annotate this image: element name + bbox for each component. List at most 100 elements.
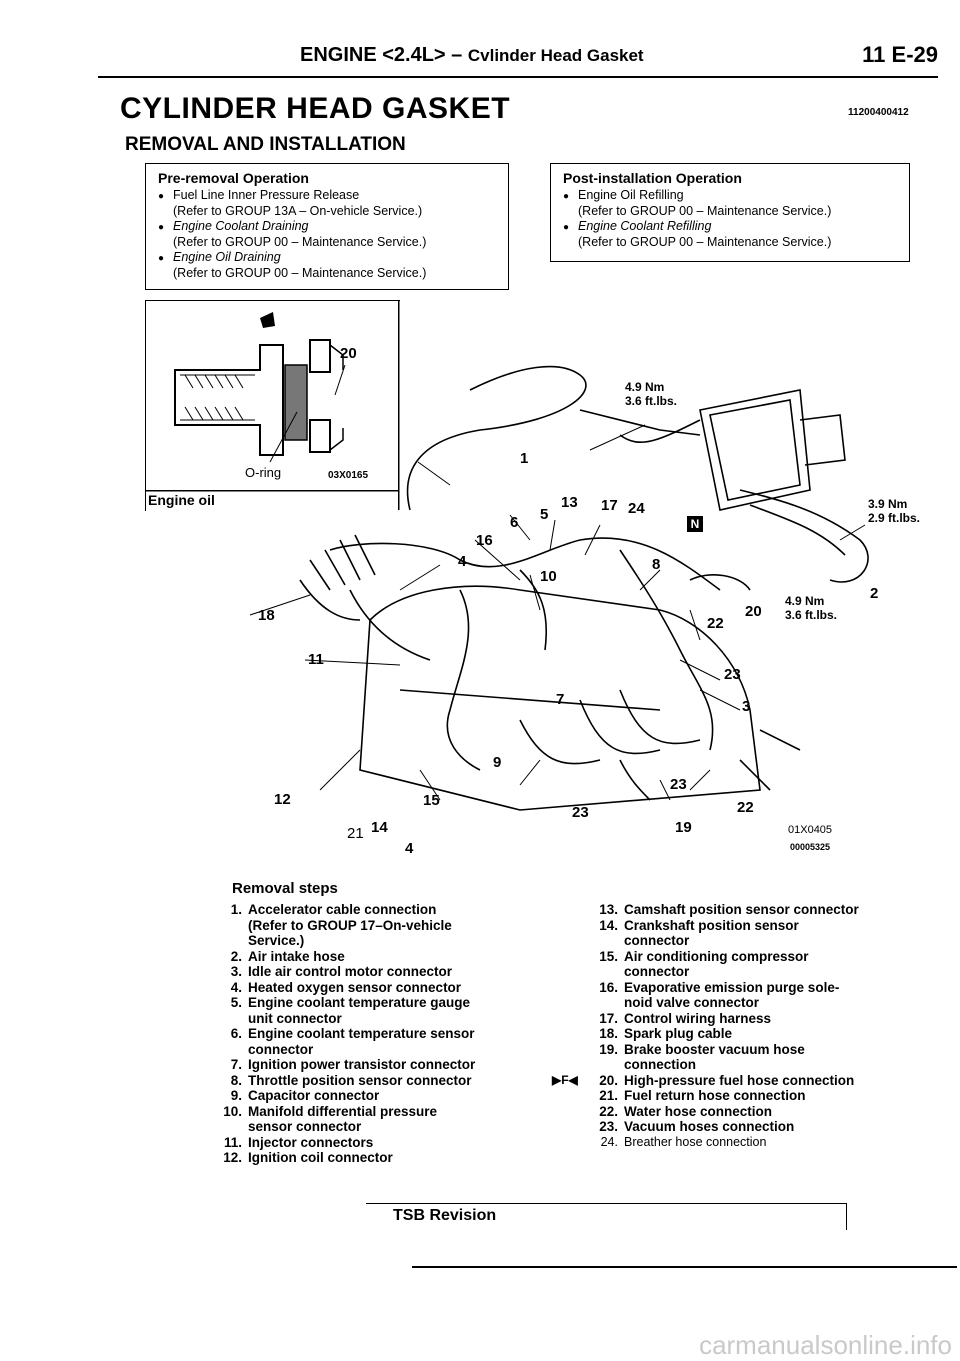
step-item: ▶F◀20.High-pressure fuel hose connection <box>552 1072 855 1088</box>
inset-oring-illustration <box>145 300 400 510</box>
callout-7: 7 <box>556 691 565 708</box>
torque-3-ft: 3.6 ft.lbs. <box>785 608 838 622</box>
step-item: 23.Vacuum hoses connection <box>599 1119 795 1134</box>
pre-removal-item: ● Engine Oil Draining <box>158 250 508 266</box>
watermark: carmanualsonline.info <box>699 1330 952 1360</box>
callout-18: 18 <box>258 607 275 624</box>
torque-1-nm: 4.9 Nm <box>625 380 665 394</box>
step-item: 4.Heated oxygen sensor connector <box>230 979 462 995</box>
page-header-title: ENGINE <2.4L> – Cvlinder Head Gasket <box>300 44 644 67</box>
header-subtitle: Cvlinder Head Gasket <box>467 46 644 65</box>
item-label: Engine Oil Refilling <box>578 188 684 202</box>
section-title: CYLINDER HEAD GASKET <box>120 92 511 125</box>
callout-16: 16 <box>476 532 493 549</box>
pre-removal-ref: (Refer to GROUP 00 – Maintenance Service… <box>173 235 427 249</box>
bullet-icon: ● <box>563 222 570 233</box>
figure-code-2: 00005325 <box>790 842 831 852</box>
bullet-icon: ● <box>158 222 165 233</box>
torque-3-nm: 4.9 Nm <box>785 594 825 608</box>
step-item: 2.Air intake hose <box>230 948 345 964</box>
torque-3: 4.9 Nm 3.6 ft.lbs. <box>785 594 837 622</box>
callout-8: 8 <box>652 556 661 573</box>
post-installation-ref: (Refer to GROUP 00 – Maintenance Service… <box>578 204 832 218</box>
inset-callout-20: 20 <box>340 345 357 362</box>
pre-removal-title: Pre-removal Operation <box>158 170 309 186</box>
post-installation-item: ● Engine Coolant Refilling <box>563 219 909 235</box>
step-item: 9.Capacitor connector <box>230 1088 380 1103</box>
step-item: 17.Control wiring harness <box>599 1010 772 1026</box>
callout-22-top: 22 <box>707 615 724 632</box>
post-installation-ref: (Refer to GROUP 00 – Maintenance Service… <box>578 235 832 249</box>
item-label: Fuel Line Inner Pressure Release <box>173 188 360 202</box>
torque-2-nm: 3.9 Nm <box>868 497 908 511</box>
step-item: 24.Breather hose connection <box>600 1134 767 1149</box>
callout-2: 2 <box>870 585 879 602</box>
post-installation-box: Post-installation Operation ●Engine Oil … <box>550 163 910 262</box>
callout-23-b: 23 <box>670 776 687 793</box>
marker-n-icon: N <box>687 516 703 532</box>
step-item: 1.Accelerator cable connection(Refer to … <box>230 902 452 948</box>
step-item: 21.Fuel return hose connection <box>599 1088 806 1103</box>
callout-6: 6 <box>510 514 519 531</box>
header-rule <box>98 76 938 78</box>
callout-20: 20 <box>745 603 762 620</box>
pre-removal-ref: (Refer to GROUP 00 – Maintenance Service… <box>173 266 427 280</box>
footer-rule <box>412 1266 957 1268</box>
inset-detail-box <box>145 300 400 511</box>
inset-figure-code: 03X0165 <box>328 470 369 481</box>
post-installation-item: ● Engine Oil Refilling <box>563 188 909 204</box>
pre-removal-ref: (Refer to GROUP 13A – On-vehicle Service… <box>173 204 423 218</box>
torque-2: 3.9 Nm 2.9 ft.lbs. <box>868 497 920 525</box>
bullet-icon: ● <box>158 253 165 264</box>
callout-22-bottom: 22 <box>737 799 754 816</box>
item-label: Engine Coolant Refilling <box>578 219 712 233</box>
bullet-icon: ● <box>563 191 570 202</box>
step-item: 11.Injector connectors <box>223 1134 374 1150</box>
tsb-revision-box <box>366 1203 847 1230</box>
pre-removal-box: Pre-removal Operation ● Fuel Line Inner P… <box>145 163 509 290</box>
item-label: Engine Oil Draining <box>173 250 281 264</box>
section-subtitle: REMOVAL AND INSTALLATION <box>125 134 406 155</box>
step-item: 12.Ignition coil connector <box>223 1150 393 1165</box>
callout-4-top: 4 <box>458 553 467 570</box>
callout-14: 14 <box>371 819 388 836</box>
callout-10: 10 <box>540 568 557 585</box>
callout-4-bottom: 4 <box>405 840 414 857</box>
f-marker-icon: ▶F◀ <box>552 1072 578 1087</box>
bullet-icon: ● <box>158 191 165 202</box>
step-item: 22.Water hose connection <box>599 1103 773 1119</box>
step-item: 13.Camshaft position sensor connector <box>599 902 859 917</box>
step-item: 3.Idle air control motor connector <box>230 964 453 979</box>
step-item: 18.Spark plug cable <box>599 1026 733 1041</box>
callout-11: 11 <box>308 651 324 668</box>
removal-steps-right: 13.Camshaft position sensor connector 14… <box>552 902 928 1150</box>
section-code: 11200400412 <box>848 107 909 118</box>
page-number: 11 E-29 <box>862 42 938 67</box>
pre-removal-item: ● Engine Coolant Draining <box>158 219 508 235</box>
callout-19: 19 <box>675 819 692 836</box>
header-engine-label: ENGINE <2.4L> – <box>300 44 468 66</box>
callout-21: 21 <box>347 825 364 842</box>
callout-12: 12 <box>274 791 291 808</box>
callout-23-c: 23 <box>572 804 589 821</box>
item-label: Engine Coolant Draining <box>173 219 309 233</box>
torque-2-ft: 2.9 ft.lbs. <box>868 511 921 525</box>
step-item: 7.Ignition power transistor connector <box>230 1057 476 1072</box>
torque-1: 4.9 Nm 3.6 ft.lbs. <box>625 380 677 408</box>
removal-steps-title: Removal steps <box>232 880 338 897</box>
callout-24: 24 <box>628 500 645 517</box>
torque-1-ft: 3.6 ft.lbs. <box>625 394 678 408</box>
figure-code-1: 01X0405 <box>788 824 833 836</box>
tsb-revision-label: TSB Revision <box>393 1207 497 1224</box>
callout-3: 3 <box>742 698 751 715</box>
engine-exploded-diagram <box>249 365 869 811</box>
callout-13: 13 <box>561 494 578 511</box>
callout-5: 5 <box>540 506 549 523</box>
step-item: 8.Throttle position sensor connector <box>230 1072 472 1088</box>
callout-23-a: 23 <box>724 666 741 683</box>
